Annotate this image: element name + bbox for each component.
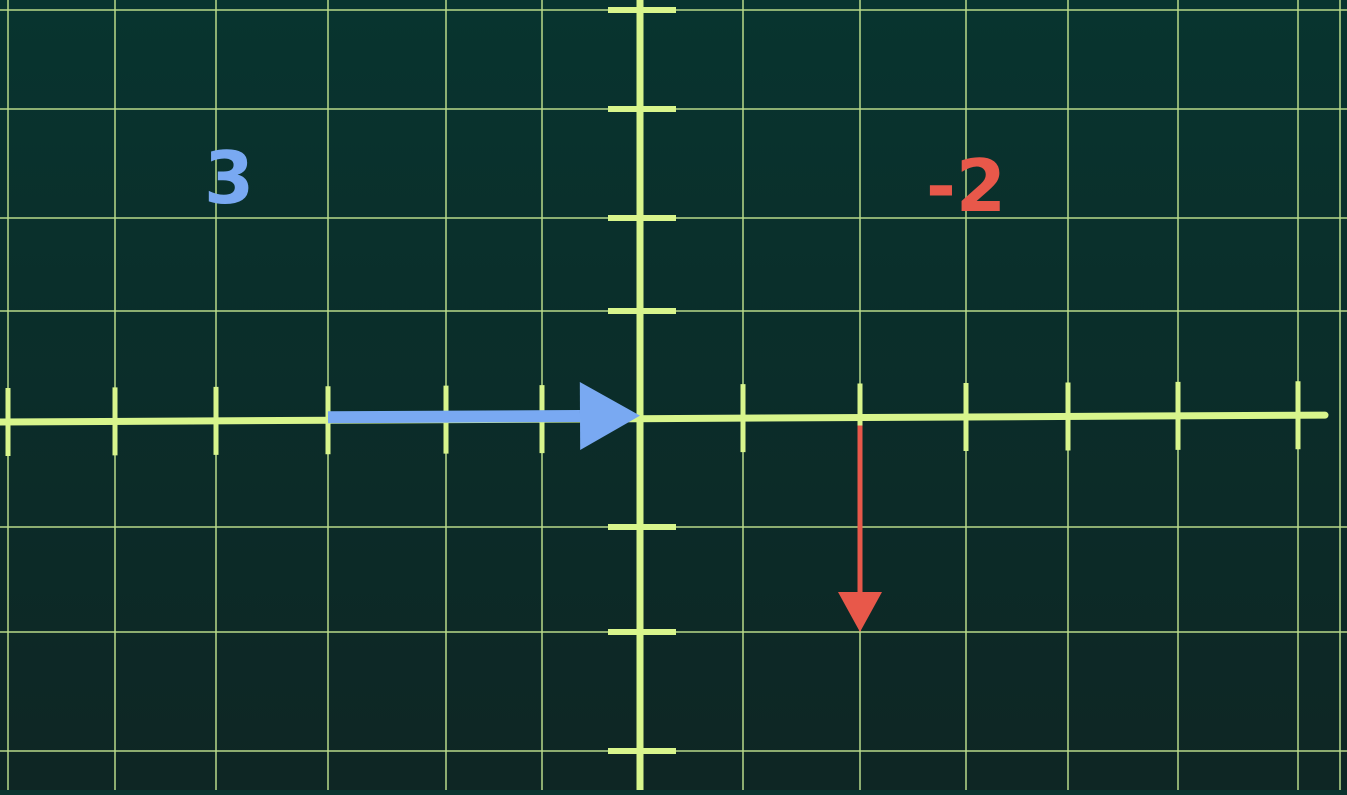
blue-vector-label: 3 [204, 136, 255, 220]
blue-vector-arrowhead [579, 381, 640, 450]
vectors [327, 381, 882, 632]
x-axis [0, 411, 1329, 426]
red-vector-arrowhead [838, 592, 882, 632]
blue-vector-shaft [327, 409, 581, 424]
red-vector-label: -2 [926, 144, 1006, 228]
